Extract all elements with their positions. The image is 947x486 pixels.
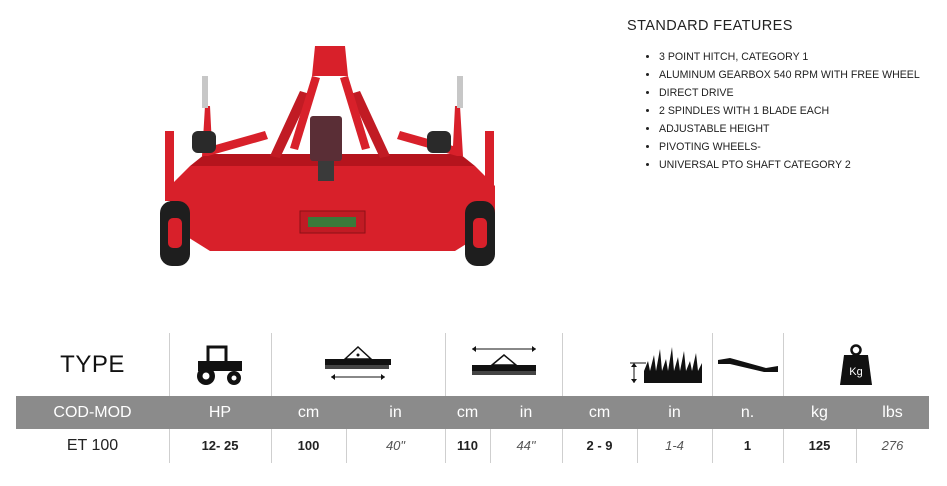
header-hp: HP — [208, 404, 232, 421]
header-width-in: in — [519, 404, 533, 421]
header-cut-cm: cm — [297, 404, 320, 421]
cell-width-cm: 110 — [457, 438, 478, 453]
header-height-in: in — [668, 404, 681, 421]
cutting-width-icon — [325, 345, 391, 380]
type-cell: TYPE — [16, 333, 169, 396]
cell-model: ET 100 — [66, 437, 119, 454]
cell-hp: 12- 25 — [201, 438, 239, 453]
tractor-icon — [197, 345, 242, 385]
feature-item: ADJUSTABLE HEIGHT — [659, 120, 927, 138]
cell-cut-in: 40" — [385, 438, 406, 453]
feature-item: UNIVERSAL PTO SHAFT CATEGORY 2 — [659, 156, 927, 174]
spec-icon-row: TYPE — [16, 333, 929, 396]
cutting-height-icon-cell — [562, 333, 783, 396]
weight-icon-label: Kg — [849, 366, 862, 378]
spec-table: TYPE — [16, 333, 929, 463]
cell-width-in: 44" — [516, 438, 536, 453]
header-blades-n: n. — [740, 404, 755, 421]
weight-icon-cell: Kg — [783, 333, 929, 396]
header-weight-kg: kg — [811, 404, 828, 421]
cutting-height-icon — [629, 346, 702, 383]
header-weight-lbs: lbs — [882, 404, 903, 421]
cell-weight-kg: 125 — [808, 438, 831, 453]
standard-features: STANDARD FEATURES 3 POINT HITCH, CATEGOR… — [627, 18, 927, 174]
cell-height-cm: 2 - 9 — [586, 438, 613, 453]
type-label: TYPE — [60, 350, 125, 378]
header-height-cm: cm — [588, 404, 611, 421]
weight-icon: Kg — [840, 343, 872, 385]
spec-header-row: COD-MOD HP cm in cm in cm in n. kg lbs — [16, 396, 929, 429]
header-width-cm: cm — [456, 404, 479, 421]
cell-height-in: 1-4 — [665, 438, 684, 453]
cell-blades: 1 — [743, 438, 752, 453]
header-cod-mod: COD-MOD — [53, 404, 132, 421]
feature-item: 3 POINT HITCH, CATEGORY 1 — [659, 48, 927, 66]
feature-item: ALUMINUM GEARBOX 540 RPM WITH FREE WHEEL — [659, 66, 927, 84]
blade-icon — [717, 357, 778, 372]
feature-item: 2 SPINDLES WITH 1 BLADE EACH — [659, 102, 927, 120]
cutting-width-icon-cell — [271, 333, 445, 396]
blade-icon-cell — [712, 333, 783, 396]
mower-product-image — [160, 46, 495, 266]
overall-width-icon-cell — [445, 333, 562, 396]
table-row: ET 100 12- 25 100 40" 110 44" 2 - 9 1-4 … — [16, 429, 929, 463]
features-list: 3 POINT HITCH, CATEGORY 1 ALUMINUM GEARB… — [627, 48, 927, 174]
header-cut-in: in — [389, 404, 402, 421]
feature-item: DIRECT DRIVE — [659, 84, 927, 102]
tractor-icon-cell — [169, 333, 271, 396]
cell-weight-lbs: 276 — [881, 438, 904, 453]
features-title: STANDARD FEATURES — [627, 18, 793, 34]
overall-width-icon — [471, 345, 536, 375]
feature-item: PIVOTING WHEELS- — [659, 138, 927, 156]
cell-cut-cm: 100 — [297, 438, 320, 453]
